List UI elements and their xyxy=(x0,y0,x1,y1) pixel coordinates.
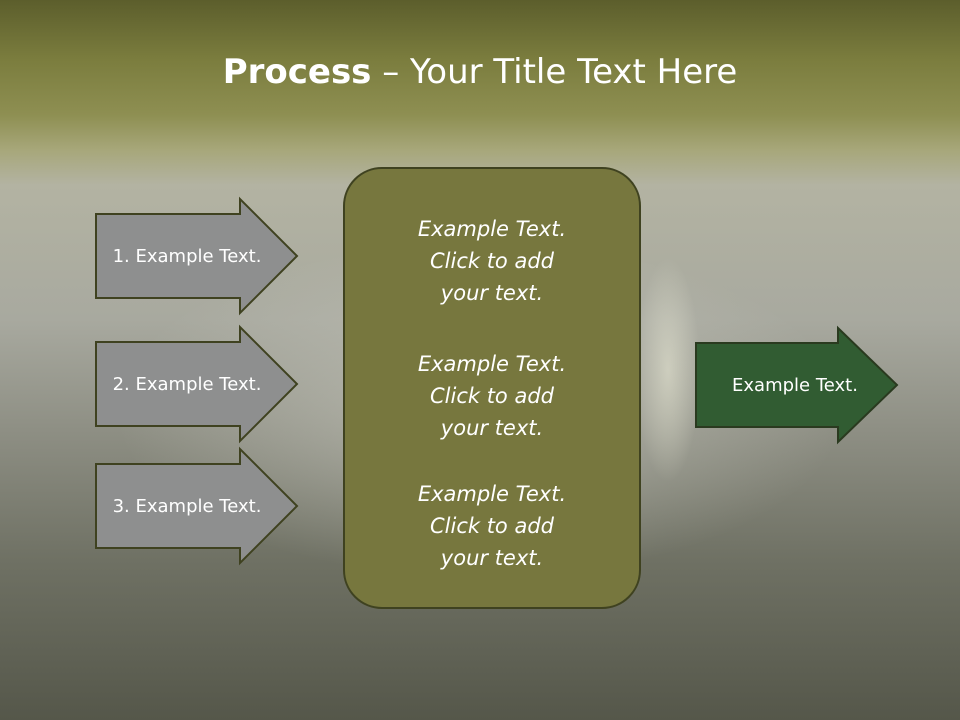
output-arrow[interactable] xyxy=(695,325,899,445)
output-label: Example Text. xyxy=(732,374,858,396)
input-arrow-3[interactable] xyxy=(95,446,299,566)
center-process-box[interactable] xyxy=(343,167,641,609)
title-bold: Process xyxy=(222,52,372,92)
center-text-3: Example Text. Click to add your text. xyxy=(417,482,567,570)
center-text-2: Example Text. Click to add your text. xyxy=(417,352,567,440)
input-label-2: 2. Example Text. xyxy=(112,373,262,395)
input-label-1: 1. Example Text. xyxy=(112,245,262,267)
background-figure xyxy=(628,170,708,500)
title-rest: – Your Title Text Here xyxy=(371,52,738,92)
slide-title: Process – Your Title Text Here xyxy=(0,52,960,92)
input-label-3: 3. Example Text. xyxy=(112,495,262,517)
input-arrow-2[interactable] xyxy=(95,324,299,444)
center-text-1: Example Text. Click to add your text. xyxy=(417,217,567,305)
input-arrow-1[interactable] xyxy=(95,196,299,316)
